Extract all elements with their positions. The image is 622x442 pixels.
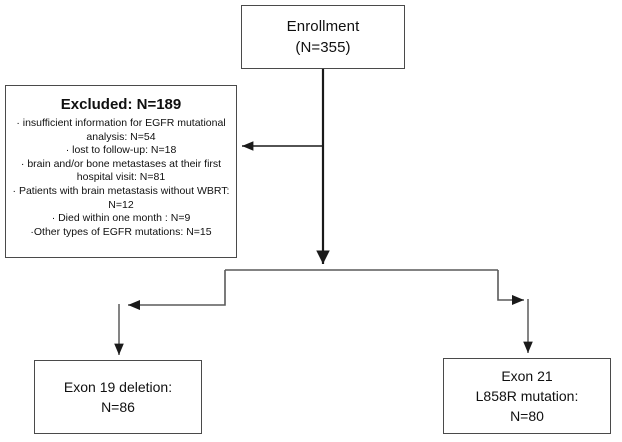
excluded-reason-item: · lost to follow-up: N=18	[65, 144, 177, 157]
excluded-reason-item: · Died within one month : N=9	[51, 212, 191, 225]
excluded-reason-item: hospital visit: N=81	[76, 171, 166, 184]
excluded-reason-item: · Patients with brain metastasis without…	[12, 184, 230, 197]
enrollment-label: Enrollment	[286, 18, 360, 35]
node-exon21-l858r: Exon 21 L858R mutation: N=80	[443, 358, 611, 434]
connector-split-bracket	[127, 269, 525, 311]
exon19-count: N=86	[101, 399, 135, 415]
node-excluded: Excluded: N=189 · insufficient informati…	[5, 85, 237, 258]
excluded-reason-item: · brain and/or bone metastases at their …	[20, 157, 222, 170]
excluded-reason-item: N=12	[108, 198, 134, 211]
exon21-count: N=80	[510, 408, 544, 424]
excluded-title: Excluded: N=189	[60, 96, 182, 113]
exon21-label-line1: Exon 21	[501, 368, 553, 384]
excluded-reason-item: · insufficient information for EGFR muta…	[16, 117, 226, 129]
node-enrollment: Enrollment (N=355)	[241, 5, 405, 69]
node-exon19-deletion: Exon 19 deletion: N=86	[34, 360, 202, 434]
excluded-reason-list: · insufficient information for EGFR muta…	[12, 117, 230, 239]
exon19-label: Exon 19 deletion:	[63, 379, 173, 395]
enrollment-count: (N=355)	[295, 39, 351, 56]
exon21-label-line2: L858R mutation:	[475, 388, 579, 404]
excluded-reason-item: analysis: N=54	[86, 130, 156, 143]
excluded-reason-item: ·Other types of EGFR mutations: N=15	[30, 225, 212, 238]
